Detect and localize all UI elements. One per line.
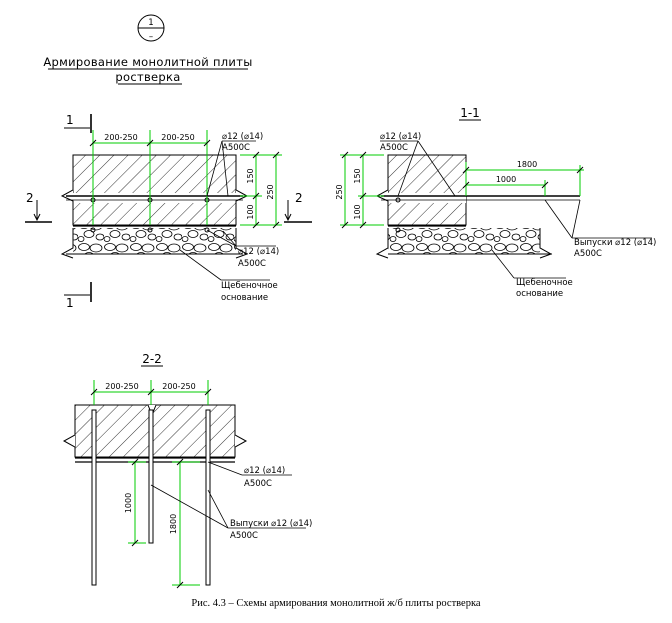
section-2-2-outlet-bar xyxy=(148,409,154,544)
title-line-1: Армирование монолитной плиты xyxy=(43,55,252,69)
section-2-2-outlets-grade: А500С xyxy=(230,531,258,541)
section-2-2-outlet-bar xyxy=(205,409,211,586)
plan-gravel-base xyxy=(73,228,236,254)
section-2-2: 2-2 xyxy=(62,352,312,589)
plan-gravel-label-2: основание xyxy=(221,293,268,303)
section-2-2-rebar-size: ⌀12 (⌀14) xyxy=(244,466,285,476)
section-2-2-dim-spacing-1: 200-250 xyxy=(105,382,138,391)
plan-cut-2-left: 2 xyxy=(26,191,34,205)
section-2-2-dim-1800: 1800 xyxy=(169,514,178,534)
figure-caption: Рис. 4.3 – Схемы армирования монолитной … xyxy=(191,598,481,609)
section-1-1-dim-1800: 1800 xyxy=(517,160,537,169)
section-1-1-gravel-label-1: Щебеночное xyxy=(516,278,573,288)
section-1-1-outlets-label: Выпуски ⌀12 (⌀14) xyxy=(574,238,656,248)
plan-gravel-label-1: Щебеночное xyxy=(221,281,278,291)
section-2-2-rebar-grade: А500С xyxy=(244,479,272,489)
title-line-2: ростверка xyxy=(115,70,180,84)
section-1-1-dim-100: 100 xyxy=(353,204,362,219)
section-1-1-dim-150: 150 xyxy=(353,168,362,183)
plan-dim-spacing-2: 200-250 xyxy=(161,133,194,142)
plan-section: 200-250 200-250 150 100 250 1 1 2 2 xyxy=(25,113,312,310)
marker-bottom-dash: – xyxy=(149,32,153,42)
plan-cut-1-top: 1 xyxy=(66,113,74,127)
plan-rebar-bottom-size: ⌀12 (⌀14) xyxy=(238,247,279,257)
section-2-2-dim-spacing-2: 200-250 xyxy=(162,382,195,391)
section-1-1-concrete xyxy=(387,154,467,226)
drawing-marker: 1 – xyxy=(137,14,165,42)
section-2-2-outlets-label: Выпуски ⌀12 (⌀14) xyxy=(230,519,312,529)
drawing-title: Армирование монолитной плиты ростверка xyxy=(43,55,252,85)
section-2-2-concrete xyxy=(74,404,236,458)
section-1-1-dim-1000: 1000 xyxy=(496,175,516,184)
section-1-1-rebar-grade: А500С xyxy=(380,143,408,153)
marker-top-number: 1 xyxy=(148,18,153,28)
section-2-2-dim-1000: 1000 xyxy=(124,493,133,513)
plan-dim-100: 100 xyxy=(246,204,255,219)
section-1-1-outlets-grade: А500С xyxy=(574,249,602,259)
plan-dim-150: 150 xyxy=(246,168,255,183)
section-2-2-outlet-bar xyxy=(91,409,97,586)
plan-rebar-top-grade: А500С xyxy=(222,143,250,153)
section-2-2-label: 2-2 xyxy=(142,352,162,366)
section-1-1-gravel-label-2: основание xyxy=(516,289,563,299)
plan-dim-250: 250 xyxy=(266,184,275,199)
section-1-1-label: 1-1 xyxy=(460,106,480,120)
plan-dim-spacing-1: 200-250 xyxy=(104,133,137,142)
section-1-1-gravel xyxy=(388,228,540,254)
plan-cut-2-right: 2 xyxy=(295,191,303,205)
section-1-1-rebar-dot xyxy=(395,197,401,203)
plan-rebar-bottom-grade: А500С xyxy=(238,259,266,269)
section-1-1: 1-1 xyxy=(335,106,656,299)
section-1-1-rebar-size: ⌀12 (⌀14) xyxy=(380,132,421,142)
section-1-1-dim-250: 250 xyxy=(335,184,344,199)
plan-cut-1-bottom: 1 xyxy=(66,296,74,310)
plan-concrete-slab xyxy=(72,154,237,226)
plan-rebar-top-size: ⌀12 (⌀14) xyxy=(222,132,263,142)
